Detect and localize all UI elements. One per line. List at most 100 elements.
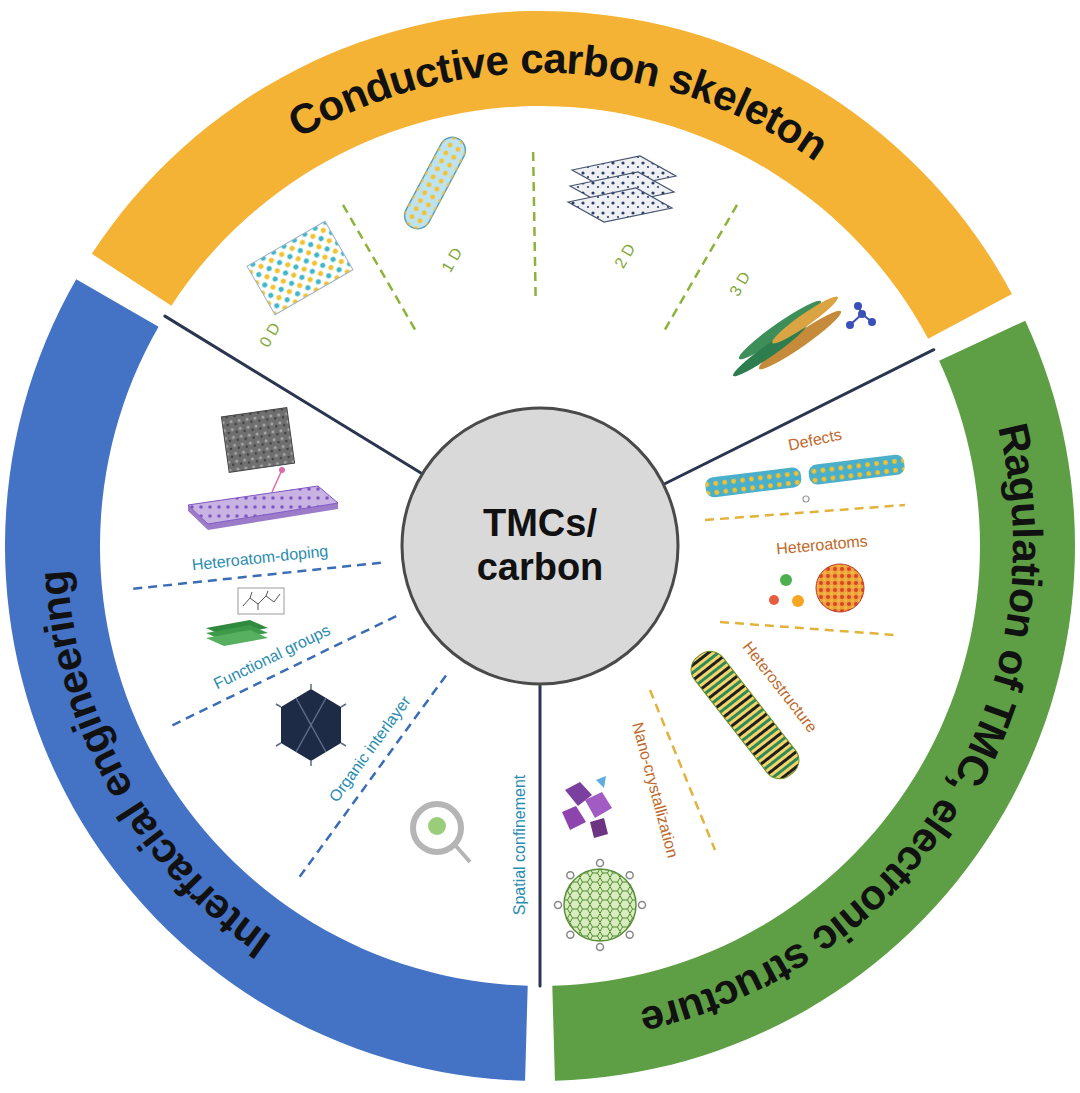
title-letter: g	[32, 569, 76, 598]
title-letter: f	[170, 865, 210, 904]
title-letter: n	[630, 48, 664, 95]
title-letter: c	[409, 49, 442, 95]
title-letter: t	[433, 47, 455, 91]
nanocrystal-figure-part	[562, 806, 586, 830]
ring-band-fill	[552, 321, 1075, 1081]
sector-label: Heteroatoms	[776, 532, 869, 558]
title-letter: i	[447, 44, 466, 87]
nanocrystal-figure-part-part	[597, 860, 604, 867]
title-letter: i	[1004, 575, 1047, 590]
title-letter: s	[777, 935, 819, 983]
nanocrystal-figure-part-part	[639, 902, 646, 909]
sector-label: Heteroatom-doping	[191, 542, 329, 574]
regulation-divider-part	[705, 505, 905, 520]
title-letter: e	[484, 39, 511, 83]
dimension-divider	[343, 151, 738, 329]
sector-label: Spatial confinement	[511, 775, 529, 916]
title-letter: t	[1005, 562, 1048, 578]
title-letter: o	[605, 43, 637, 89]
title-letter: R	[991, 419, 1039, 458]
one-d-figure-part	[400, 133, 470, 234]
title-letter: l	[1006, 527, 1048, 540]
title-letter: i	[38, 618, 81, 637]
title-letter: e	[903, 820, 951, 864]
title-letter: e	[636, 997, 668, 1043]
ring-band-fill	[92, 11, 1012, 339]
confinement-figure-part	[428, 817, 446, 835]
defects-figure-part-part	[705, 467, 803, 499]
title-letter: e	[49, 666, 96, 700]
title-letter: e	[738, 86, 778, 134]
three-d-figure-part	[858, 310, 866, 318]
title-letter: l	[917, 811, 958, 845]
defects-figure-part-part	[705, 467, 803, 499]
title-letter: a	[117, 804, 165, 847]
three-d-figure-part	[769, 292, 841, 348]
title-letter: o	[310, 82, 351, 131]
nanocrystal-figure-part-part	[555, 902, 562, 909]
title-letter: a	[543, 38, 568, 81]
nanocrystal-figure-part	[596, 776, 606, 788]
title-letter: n	[56, 687, 104, 725]
functional-group-figure-part	[243, 591, 280, 610]
nanocrystal-figure-part	[564, 869, 636, 941]
title-letter: l	[111, 795, 153, 828]
title-letter: C	[282, 94, 329, 145]
nanocrystal-figure-part	[590, 818, 608, 838]
title-letter: c	[139, 831, 186, 876]
title-letter: u	[730, 961, 771, 1010]
title-letter: c	[520, 38, 544, 80]
nanocrystal-figure-part-part	[567, 931, 574, 938]
doping-figure-part	[221, 408, 294, 473]
title-letter: t	[766, 947, 799, 990]
title-letter: a	[1006, 539, 1048, 563]
title-letter: o	[769, 104, 813, 153]
title-letter: n	[334, 72, 374, 121]
organic-interlayer-figure-part	[276, 684, 346, 766]
ring-band-fill	[5, 279, 528, 1080]
title-letter: e	[707, 72, 745, 120]
title-letter: n	[80, 743, 129, 785]
title-letter: o	[989, 645, 1036, 680]
doping-figure-part	[279, 467, 285, 473]
regulation-divider-part	[720, 622, 895, 635]
nanocrystal-figure-part-part	[626, 872, 633, 879]
sector-divider-part	[165, 316, 421, 473]
functional-group-figure	[206, 588, 284, 646]
sector-label: 3 D	[726, 269, 754, 299]
title-letter: o	[851, 876, 899, 924]
title-letter: n	[790, 118, 835, 167]
dimension-divider-part	[533, 151, 536, 296]
sector-label: Nano-crystallization	[628, 720, 681, 859]
dimension-divider-part	[665, 204, 738, 330]
title-letter: k	[686, 64, 722, 111]
three-d-figure-part	[846, 321, 854, 329]
title-letter: d	[359, 63, 397, 111]
doping-figure-part	[272, 470, 282, 492]
title-letter: e	[43, 644, 89, 677]
defects-figure	[705, 454, 906, 502]
title-letter: ,	[941, 773, 983, 804]
title-letter	[508, 38, 522, 81]
title-letter: n	[35, 593, 80, 624]
confinement-figure	[413, 804, 470, 862]
center-title: TMCs/ carbon	[453, 502, 628, 589]
title-letter: g	[1001, 474, 1046, 504]
one-d-figure	[400, 133, 470, 234]
title-letter: f	[985, 670, 1029, 695]
interface-divider	[127, 563, 446, 882]
title-letter: i	[65, 711, 108, 737]
title-letter: r	[40, 629, 84, 653]
sector-label: 2 D	[611, 241, 639, 271]
title-letter: r	[180, 875, 221, 917]
doping-figure-part	[188, 486, 338, 524]
heterostructure-figure-part	[685, 645, 806, 785]
sector-label: 1 D	[438, 245, 466, 275]
title-letter: C	[947, 747, 998, 793]
defects-figure-part	[705, 454, 906, 498]
heteroatom-figure	[769, 564, 864, 612]
title-letter: t	[211, 901, 249, 942]
title-letter: T	[974, 693, 1022, 731]
functional-group-figure-part	[238, 588, 284, 614]
